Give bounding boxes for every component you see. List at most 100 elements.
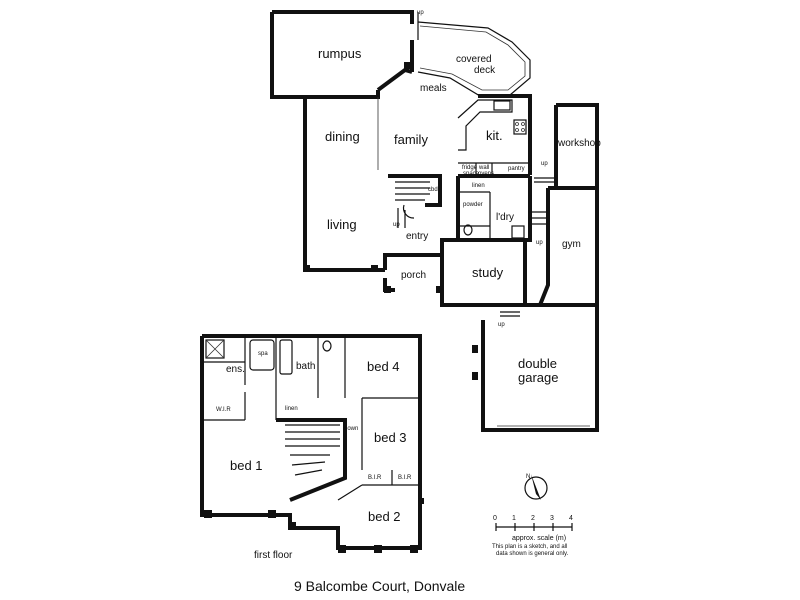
compass-ring	[524, 476, 548, 500]
label-gym: gym	[562, 239, 581, 250]
wall-stairwell	[276, 418, 347, 502]
shower	[205, 339, 225, 359]
compass-label: N	[526, 474, 530, 480]
compass: N	[524, 474, 548, 500]
label-up-deck: up	[417, 10, 424, 16]
scale-tick-4: 4	[569, 515, 573, 522]
label-dining: dining	[325, 129, 360, 144]
pier	[410, 545, 418, 553]
pier	[472, 345, 478, 353]
pier	[404, 62, 411, 69]
label-bir-b: B.I.R	[398, 475, 412, 481]
pier	[338, 545, 346, 553]
scale-tick-3: 3	[550, 515, 554, 522]
wall-bed2	[337, 484, 363, 501]
scale-caption: approx. scale (m)	[512, 535, 566, 542]
toilet-powder	[463, 224, 473, 236]
label-ensuite: ens.	[226, 364, 245, 375]
pier	[371, 265, 378, 272]
burner	[521, 122, 525, 126]
label-covered-deck-2: deck	[474, 65, 496, 76]
pier	[384, 286, 391, 293]
wall-rumpus-top	[272, 10, 414, 24]
label-up-garage: up	[498, 322, 505, 328]
label-bath: bath	[296, 361, 315, 372]
stair-first	[285, 424, 340, 476]
pier	[436, 286, 443, 293]
burner	[521, 128, 525, 132]
deck-inner	[419, 25, 526, 91]
pier	[472, 372, 478, 380]
pier	[418, 498, 424, 504]
label-living: living	[327, 217, 357, 232]
label-up-stair: up	[393, 222, 400, 228]
label-bed3: bed 3	[374, 430, 407, 445]
compass-needle-icon	[531, 474, 541, 500]
label-down: down	[344, 426, 358, 432]
label-fridge-1: fridge	[462, 165, 478, 171]
wall-kitchen-north	[478, 94, 532, 175]
label-study: study	[472, 265, 504, 280]
label-up-workshop: up	[541, 161, 548, 167]
label-bed2: bed 2	[368, 509, 401, 524]
label-family: family	[394, 132, 428, 147]
label-linen-ground: linen	[472, 183, 485, 189]
wall-entry	[383, 238, 458, 270]
label-bir-a: B.I.R	[368, 475, 382, 481]
stair-ground	[395, 181, 430, 228]
toilet	[322, 340, 332, 352]
label-entry: entry	[406, 231, 428, 242]
label-pantry: pantry	[508, 166, 525, 172]
scale-disclaimer-2: data shown is general only.	[496, 551, 569, 557]
label-covered-deck-1: covered	[456, 54, 492, 65]
wall-gym-west	[538, 188, 550, 306]
wall-meals-west	[376, 67, 413, 92]
wall-wet-areas	[456, 176, 532, 242]
spa-bath	[249, 339, 275, 371]
label-bed1: bed 1	[230, 458, 263, 473]
label-rumpus: rumpus	[318, 46, 362, 61]
label-linen-first: linen	[285, 406, 298, 412]
plan-address: 9 Balcombe Court, Donvale	[294, 578, 465, 594]
wall-garage	[481, 303, 599, 432]
label-wall-ovens-2: ovens	[478, 171, 494, 177]
label-spa: spa	[258, 351, 268, 357]
wall-dining-living-west	[303, 97, 385, 272]
bathtub	[279, 339, 293, 375]
label-wir: W.I.R	[216, 407, 231, 413]
wall-workshop	[556, 103, 599, 305]
label-double-garage-2: garage	[518, 370, 558, 385]
burner	[515, 128, 519, 132]
pier	[268, 510, 276, 518]
trough	[511, 225, 525, 239]
cooktop	[513, 119, 527, 135]
wall-stair	[388, 174, 442, 207]
kitchen-bench	[457, 99, 513, 151]
label-workshop: workshop	[557, 138, 601, 149]
pier	[303, 265, 310, 272]
label-wall-ovens-1: wall	[478, 165, 489, 171]
scale-tick-2: 2	[531, 515, 535, 522]
shower-cross	[205, 339, 225, 359]
ground-floor	[270, 10, 599, 432]
scale-tick-0: 0	[493, 515, 497, 522]
first-floor	[200, 334, 424, 553]
label-laundry: l'dry	[496, 212, 514, 223]
steps	[500, 177, 554, 317]
label-fridge-2: space	[463, 171, 480, 177]
label-bed4: bed 4	[367, 359, 400, 374]
pier	[204, 510, 212, 518]
pier	[374, 545, 382, 553]
label-double-garage-1: double	[518, 356, 557, 371]
label-up-gym: up	[536, 240, 543, 246]
burner	[515, 122, 519, 126]
covered-deck-outline	[417, 21, 531, 97]
label-cbd-stair: cbd	[428, 187, 438, 193]
label-powder: powder	[463, 202, 483, 208]
pier	[288, 522, 296, 530]
label-meals: meals	[420, 83, 447, 94]
label-porch: porch	[401, 270, 426, 281]
wall-rumpus	[270, 12, 380, 99]
label-first-floor: first floor	[254, 550, 293, 561]
